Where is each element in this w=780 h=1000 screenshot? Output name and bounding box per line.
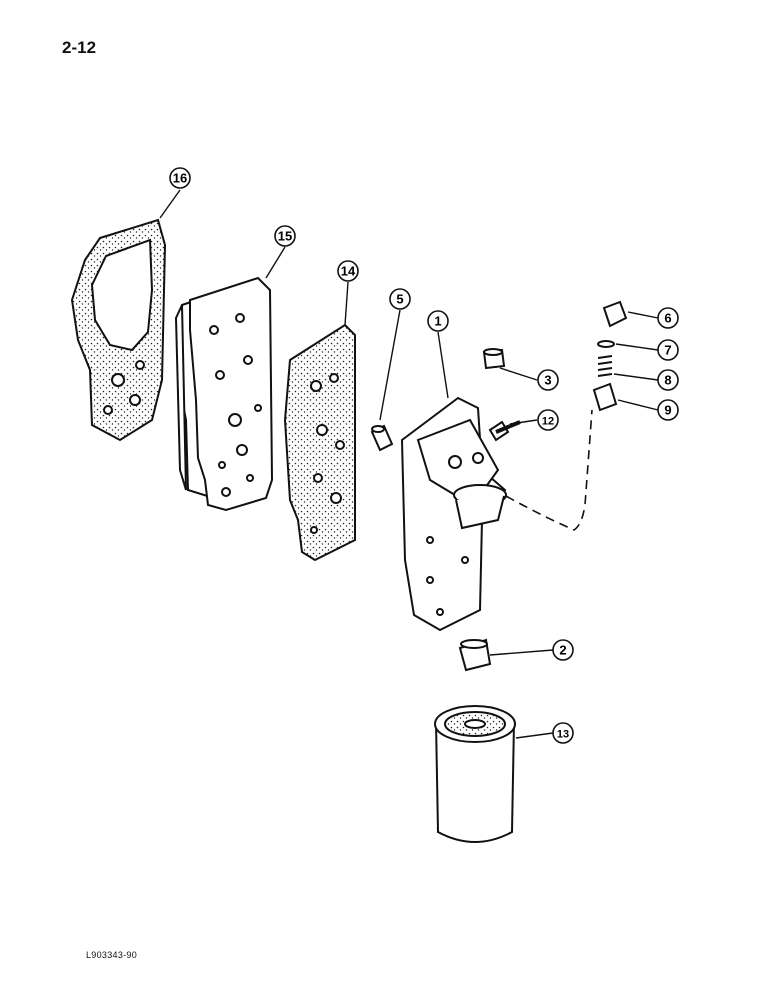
svg-text:3: 3 xyxy=(544,373,551,388)
bolt-12 xyxy=(488,420,521,442)
callout-14: 14 xyxy=(337,260,359,282)
svg-text:1: 1 xyxy=(434,314,441,329)
plug-5 xyxy=(370,424,394,452)
callout-15: 15 xyxy=(274,225,296,247)
plug-6 xyxy=(602,300,628,328)
svg-text:14: 14 xyxy=(341,264,356,279)
callout-8: 8 xyxy=(657,369,679,391)
gasket-14 xyxy=(283,323,356,562)
callout-16: 16 xyxy=(169,167,191,189)
svg-text:8: 8 xyxy=(664,373,671,388)
svg-text:12: 12 xyxy=(542,416,554,428)
svg-text:2: 2 xyxy=(559,643,566,658)
callout-9: 9 xyxy=(657,399,679,421)
figure-code: L903343-90 xyxy=(86,950,138,960)
svg-text:6: 6 xyxy=(664,311,671,326)
callout-1: 1 xyxy=(427,310,449,332)
svg-text:16: 16 xyxy=(173,171,187,186)
callout-2: 2 xyxy=(552,639,574,661)
svg-text:7: 7 xyxy=(664,343,671,358)
callout-13: 13 xyxy=(552,722,574,744)
svg-text:13: 13 xyxy=(557,729,569,741)
adapter-2 xyxy=(458,638,492,672)
filter-head-housing-1 xyxy=(400,396,507,632)
oil-filter-13 xyxy=(434,705,516,843)
oil-cooler-core-15 xyxy=(174,276,274,512)
relief-valve-parts xyxy=(592,300,628,412)
callout-3: 3 xyxy=(537,369,559,391)
gasket-16 xyxy=(70,218,167,442)
washer-7 xyxy=(597,340,615,348)
assembly-dashed-line xyxy=(505,409,593,531)
plug-3 xyxy=(482,348,506,370)
valve-9 xyxy=(592,382,618,412)
callout-12: 12 xyxy=(537,409,559,431)
leader-lines xyxy=(159,189,659,739)
spring-8 xyxy=(597,355,613,377)
svg-text:15: 15 xyxy=(278,229,292,244)
svg-text:9: 9 xyxy=(664,403,671,418)
callout-6: 6 xyxy=(657,307,679,329)
svg-text:5: 5 xyxy=(396,292,403,307)
callout-5: 5 xyxy=(389,288,411,310)
page-number: 2-12 xyxy=(62,38,97,57)
callout-7: 7 xyxy=(657,339,679,361)
